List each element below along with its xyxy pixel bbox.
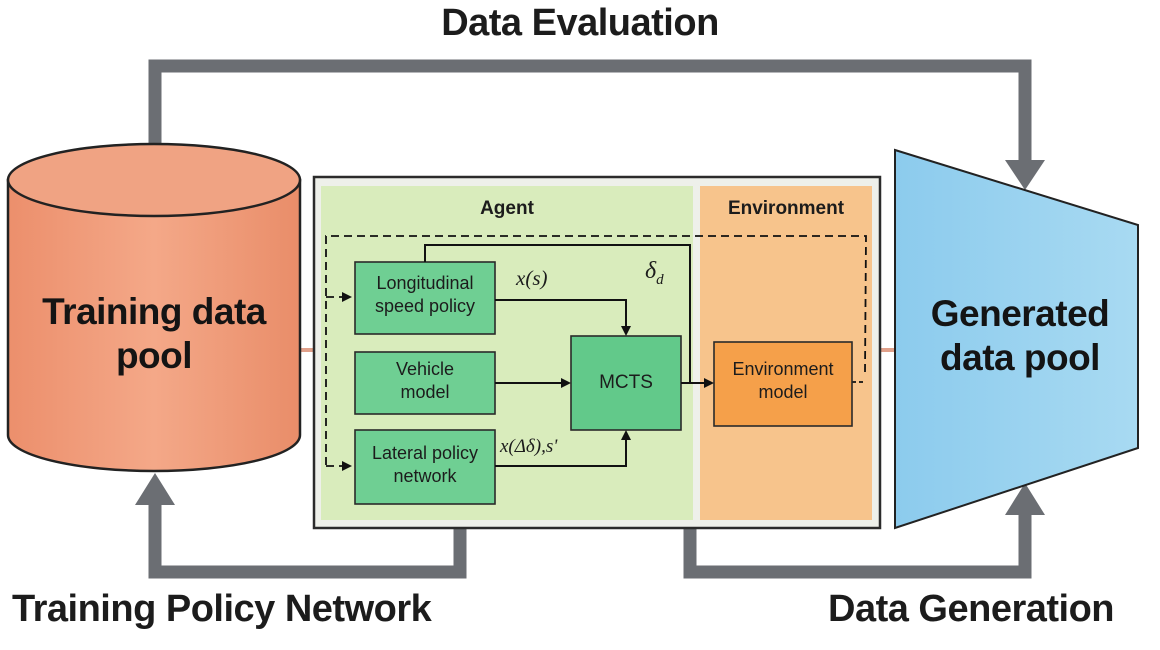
data-generation-arrow (683, 510, 1032, 579)
mcts-label: MCTS (599, 372, 653, 393)
longitudinal-output-line (424, 244, 691, 383)
data-evaluation-arrow (148, 59, 1032, 170)
agent-section-title: Agent (480, 198, 534, 219)
data-generation-caption: Data Generation (828, 588, 1115, 630)
longitudinal-speed-policy-block (354, 261, 496, 335)
xs-arrow (495, 299, 631, 336)
generated-data-pool (894, 148, 1139, 530)
delta-d-signal-label: δd (645, 258, 664, 288)
xdelta-signal-label: x(Δδ),s' (500, 436, 558, 457)
environment-section-title: Environment (727, 198, 845, 219)
lateral-policy-network-block (354, 429, 496, 505)
environment-model-block (713, 341, 853, 427)
delta-feedback-loop (325, 235, 867, 466)
training-policy-network-caption: Training Policy Network (12, 588, 432, 630)
training-policy-arrowhead (135, 473, 175, 505)
data-evaluation-caption: Data Evaluation (441, 2, 719, 44)
data-evaluation-arrowhead (1005, 160, 1045, 190)
vehicle-model-block (354, 351, 496, 415)
training-policy-arrow (148, 500, 467, 579)
lateral-to-mcts-arrow (495, 430, 631, 467)
xs-signal-label: x(s) (516, 266, 548, 290)
training-data-pool (6, 142, 302, 473)
data-generation-arrowhead (1005, 483, 1045, 515)
